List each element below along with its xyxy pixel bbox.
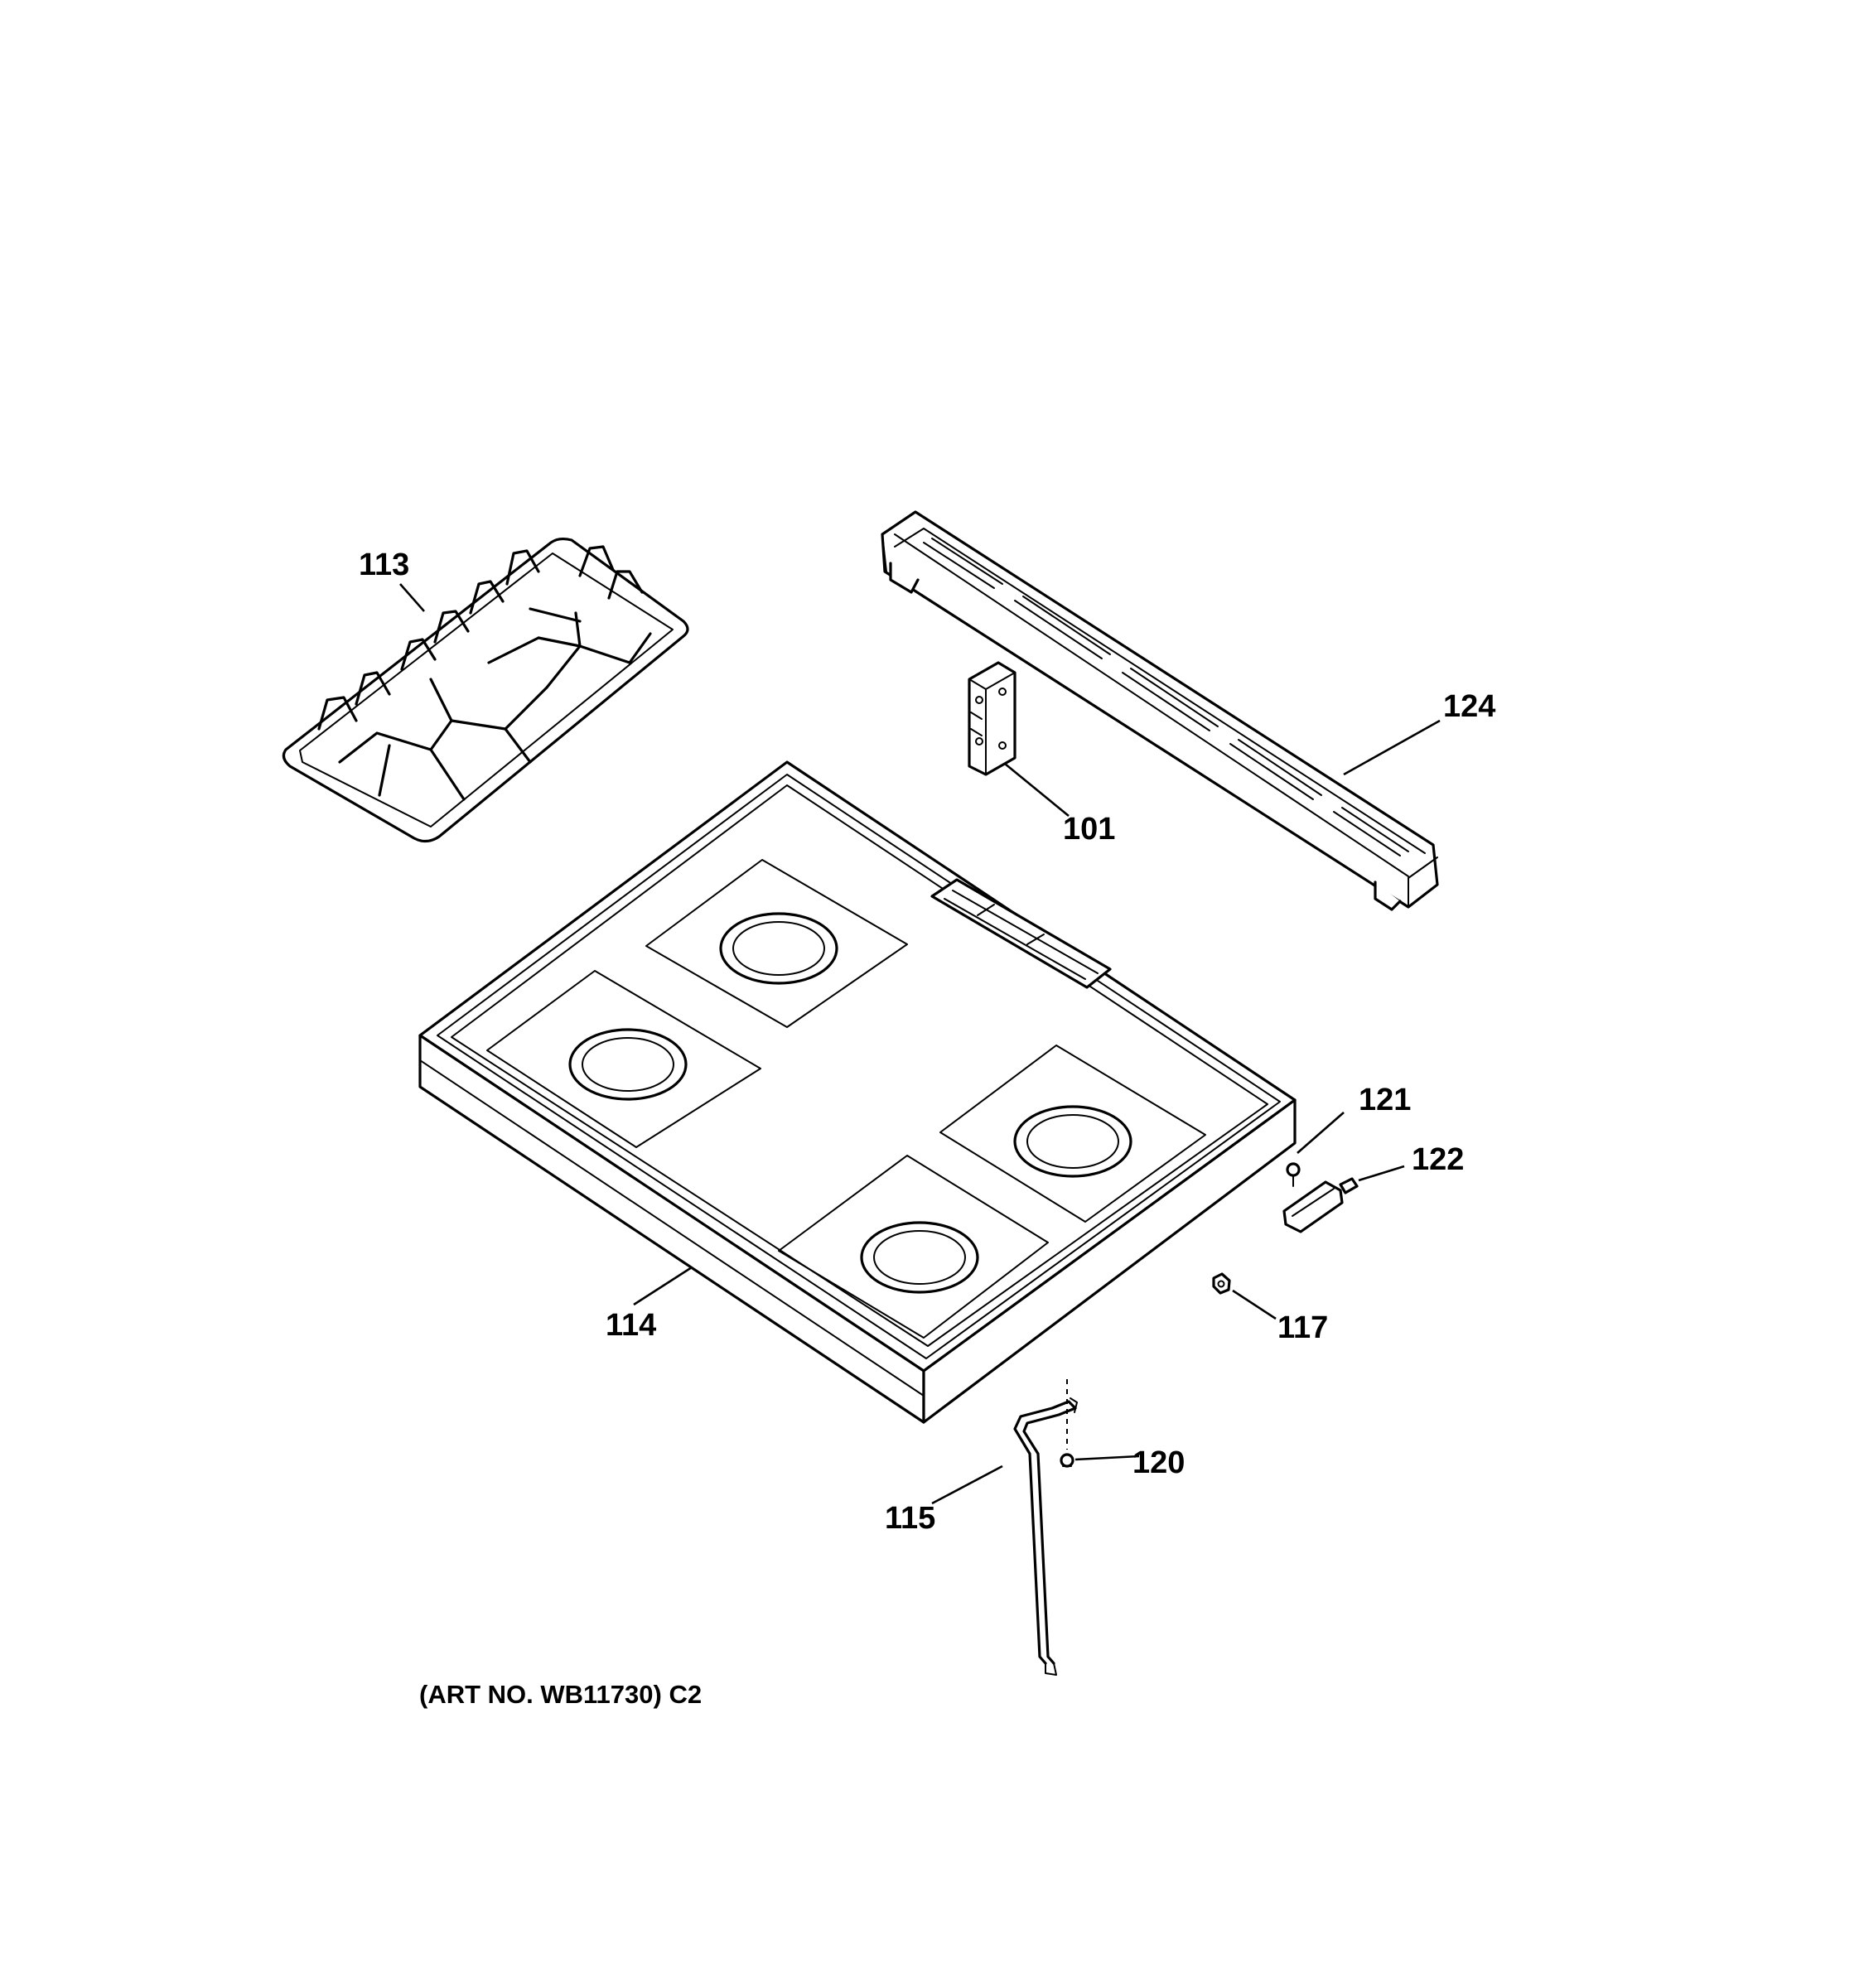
clip-122 [1282,1177,1359,1233]
label-117: 117 [1277,1310,1328,1345]
part-labels: 113 124 101 114 121 122 117 120 115 (ART… [359,548,1495,1709]
rod-115 [1013,1397,1078,1676]
leader-lines [399,583,1441,1505]
label-120: 120 [1132,1445,1185,1480]
bracket-101 [968,661,1017,776]
screw-120 [1060,1379,1074,1468]
label-115: 115 [885,1501,935,1536]
burner-grate-113 [282,537,689,843]
nut-117 [1212,1272,1231,1295]
cooktop-114 [418,760,1297,1424]
label-124: 124 [1443,689,1495,724]
label-114: 114 [606,1308,656,1343]
label-113: 113 [359,548,409,582]
art-number: (ART NO. WB11730) C2 [419,1680,702,1709]
label-101: 101 [1063,812,1115,847]
label-121: 121 [1359,1083,1411,1117]
label-122: 122 [1412,1142,1464,1177]
rear-trim-124 [881,510,1439,911]
screw-121 [1286,1162,1301,1187]
